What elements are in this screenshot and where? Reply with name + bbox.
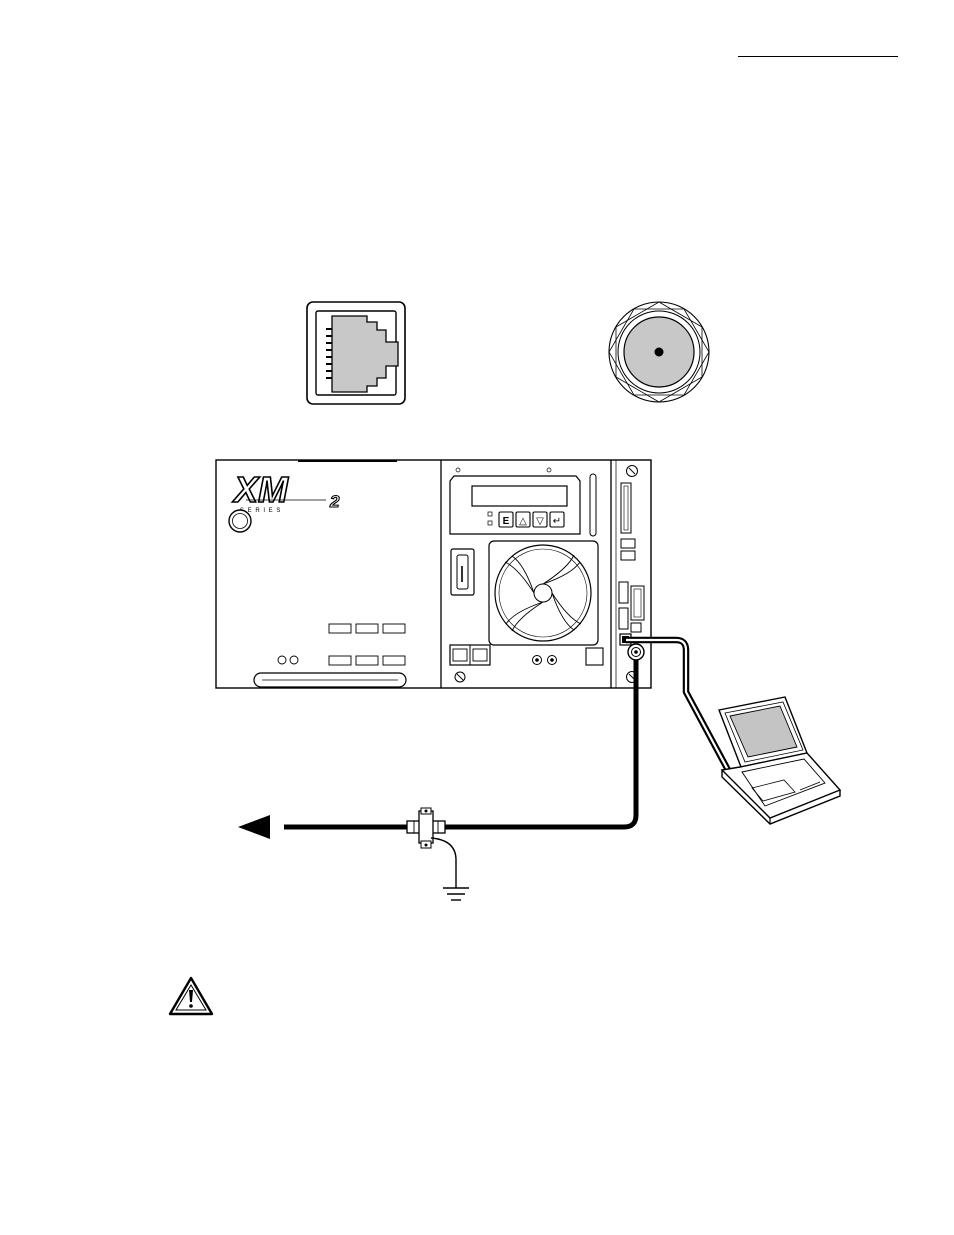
device-coax-port[interactable]: [628, 644, 644, 660]
coax-tee-connector-icon: [407, 808, 445, 848]
xm2-power-supply-chassis: XM 2 S E R I E S: [216, 460, 651, 688]
breaker-switch[interactable]: [451, 549, 474, 595]
rj45-jack-icon: [307, 302, 405, 404]
laptop-computer-icon: [719, 697, 840, 824]
svg-text:2: 2: [329, 492, 340, 511]
warning-triangle-icon: [170, 978, 212, 1014]
earth-ground-icon: [443, 888, 469, 900]
svg-text:↵: ↵: [553, 516, 561, 527]
bnc-coax-connector-icon: [609, 302, 709, 402]
lcd-display: [472, 486, 567, 506]
ground-wire: [431, 838, 456, 888]
svg-text:▽: ▽: [536, 516, 544, 527]
svg-text:△: △: [519, 516, 527, 527]
svg-text:XM: XM: [232, 469, 289, 510]
cooling-fan: [489, 541, 598, 645]
dc-terminal-block: [450, 645, 490, 665]
svg-text:E: E: [503, 516, 510, 527]
